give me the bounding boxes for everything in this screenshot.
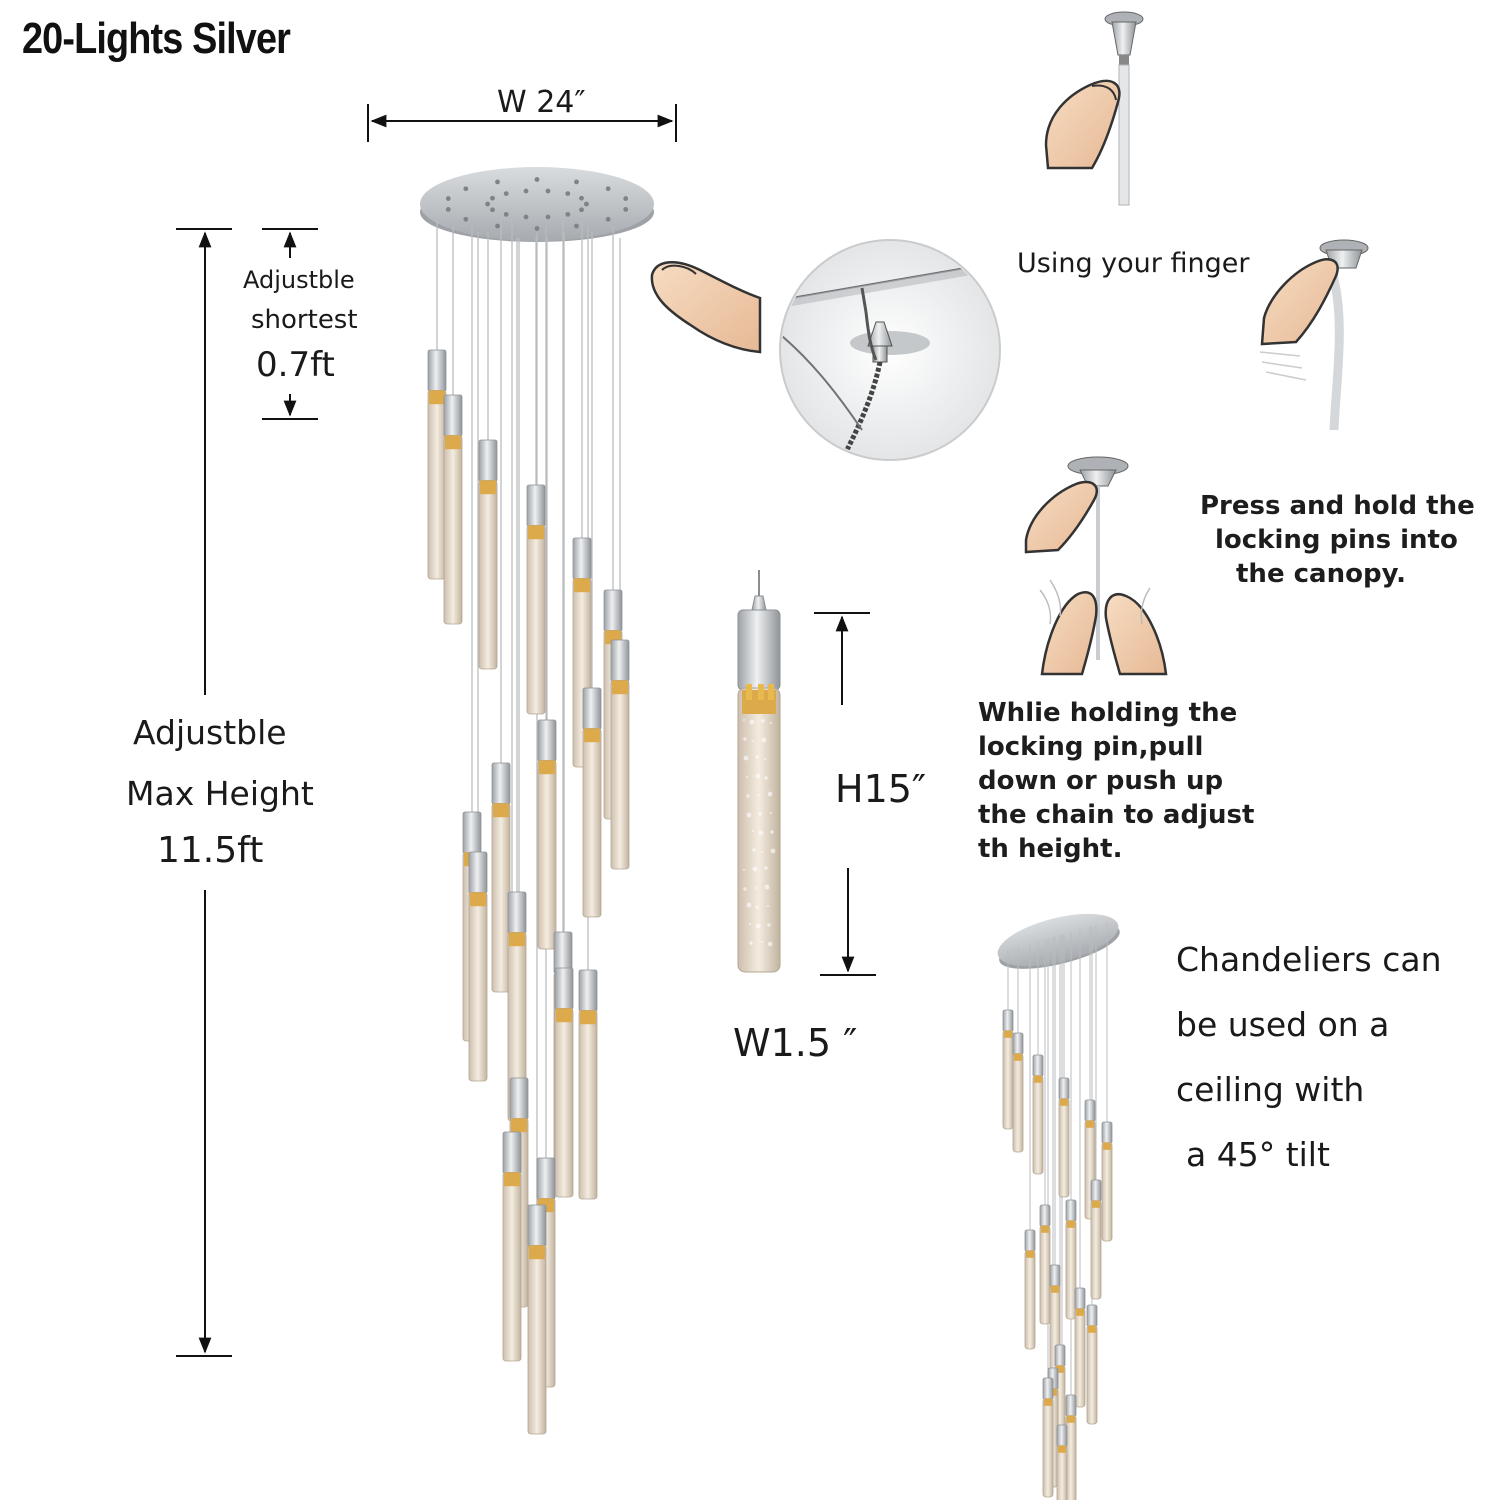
- pendant-light: [1086, 1304, 1098, 1425]
- pendant-light: [1058, 1077, 1070, 1198]
- step3-line4: the chain to adjust: [978, 800, 1255, 830]
- shortest-label-line1: Adjustble: [243, 266, 355, 294]
- canopy-screws: [445, 177, 629, 231]
- pendant-width-label: W1.5 ″: [733, 1021, 858, 1065]
- step2-line3: the canopy.: [1236, 559, 1407, 589]
- tilt-note-line3: ceiling with: [1176, 1070, 1365, 1109]
- finger-icon: [650, 261, 762, 354]
- pendant-light: [1101, 1121, 1113, 1242]
- step3-line2: locking pin,pull: [978, 732, 1204, 762]
- shortest-dimension-arrow: [262, 228, 318, 420]
- pendant-light: [1032, 1054, 1044, 1175]
- hand-pinch-icon: [1024, 480, 1168, 676]
- tilted-pendants: [1002, 1009, 1113, 1500]
- pendant-light: [527, 1204, 547, 1435]
- step2-line1: Press and hold the: [1200, 491, 1475, 521]
- max-label-line1: Adjustble: [133, 713, 287, 752]
- pendant-light: [1065, 1394, 1077, 1500]
- pendant-light: [1056, 1424, 1068, 1500]
- shortest-label-line2: shortest: [251, 305, 358, 335]
- width-label: W 24″: [497, 85, 586, 120]
- pendant-light: [526, 484, 546, 715]
- pendant-light: [478, 439, 498, 670]
- pendant-height-arrow: [814, 612, 876, 976]
- pendant-light: [1024, 1229, 1036, 1350]
- locking-pin-closeup-icon: [779, 239, 1001, 461]
- pendant-light: [537, 719, 557, 950]
- tilt-note-line4: a 45° tilt: [1186, 1135, 1330, 1174]
- ceiling-canopy-icon: [1319, 239, 1369, 431]
- finger-icon: [1044, 79, 1121, 170]
- step2-line2: locking pins into: [1215, 525, 1458, 555]
- pendant-light: [491, 762, 511, 993]
- pendant-light: [1049, 1264, 1061, 1385]
- tilt-note-line2: be used on a: [1176, 1005, 1390, 1044]
- main-canopy: [420, 167, 654, 242]
- pendant-height-label: H15″: [835, 767, 927, 811]
- pendant-light: [1065, 1199, 1077, 1320]
- tilt-note-line1: Chandeliers can: [1176, 940, 1442, 979]
- shortest-value: 0.7ft: [256, 345, 335, 385]
- max-height-dimension-arrow: [176, 228, 232, 1357]
- pendant-light: [502, 1131, 522, 1362]
- product-title: 20-Lights Silver: [22, 14, 291, 63]
- step3-line3: down or push up: [978, 766, 1224, 796]
- pendant-light: [507, 891, 527, 1122]
- width-dimension-arrow: [367, 104, 677, 142]
- tilted-canopy: [997, 913, 1120, 969]
- main-pendants: [427, 349, 630, 1435]
- pendant-light: [427, 349, 447, 580]
- pendant-light: [610, 639, 630, 870]
- pendant-light: [1012, 1032, 1024, 1153]
- pendant-light: [468, 851, 488, 1082]
- pendant-light: [554, 967, 574, 1198]
- pendant-light: [1039, 1204, 1051, 1325]
- pendant-light: [582, 687, 602, 918]
- pendant-light: [1042, 1377, 1054, 1498]
- pendant-light: [443, 394, 463, 625]
- single-pendant: [737, 570, 781, 973]
- pendant-light: [1090, 1179, 1102, 1300]
- step3-line1: Whlie holding the: [978, 698, 1238, 728]
- ceiling-canopy-icon: [1104, 11, 1144, 206]
- step3-line5: th height.: [978, 834, 1123, 864]
- max-value: 11.5ft: [157, 830, 264, 871]
- step1-text: Using your finger: [1017, 248, 1250, 279]
- pendant-light: [578, 969, 598, 1200]
- max-label-line2: Max Height: [126, 774, 314, 813]
- finger-icon: [1259, 258, 1339, 381]
- pendant-light: [1002, 1009, 1014, 1130]
- pendant-light: [1074, 1287, 1086, 1408]
